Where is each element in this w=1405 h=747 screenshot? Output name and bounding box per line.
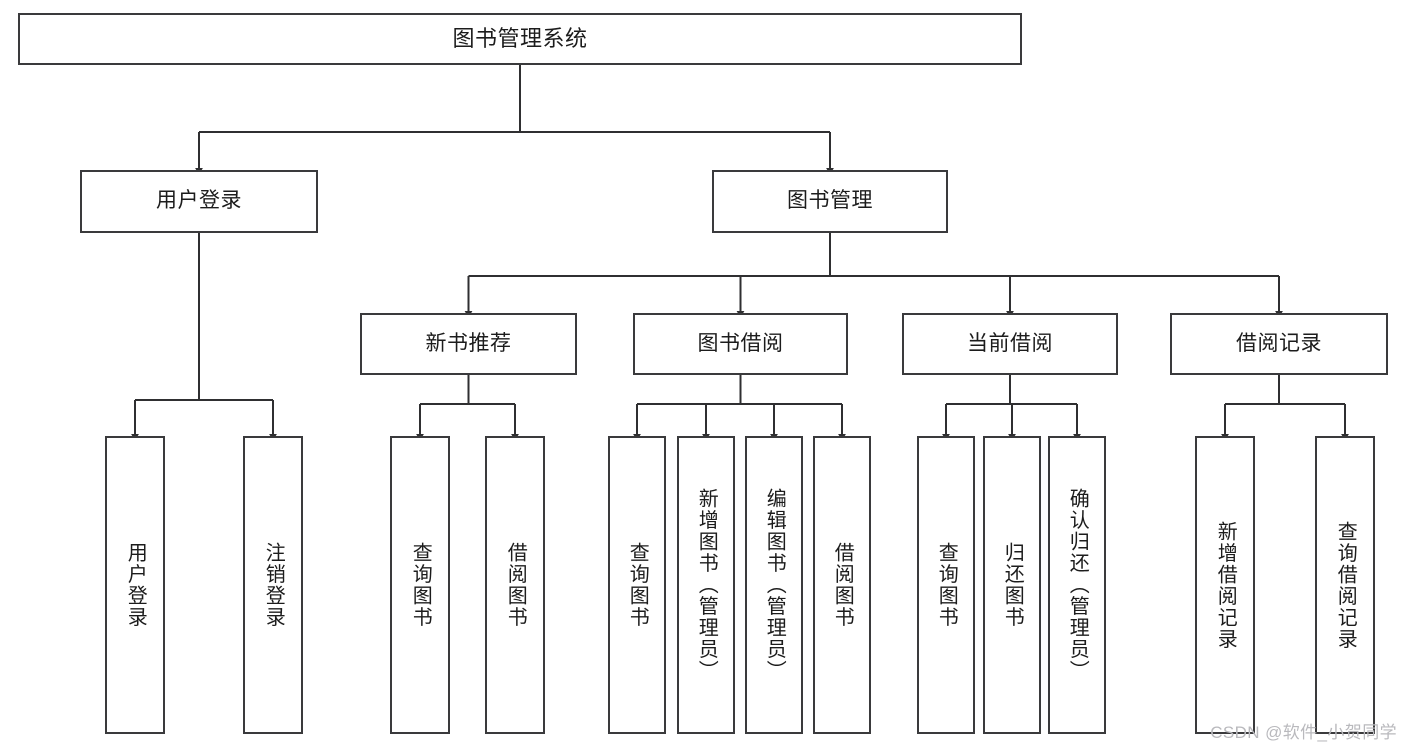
watermark: CSDN @软件_小贺同学 [1210, 723, 1397, 742]
node-records[interactable]: 借阅记录 [1170, 313, 1388, 375]
node-newbook-2[interactable]: 借阅图书 [485, 436, 545, 734]
node-label: 查询图书 [935, 542, 958, 628]
node-label: 查询借阅记录 [1334, 520, 1357, 650]
node-login-1[interactable]: 用户登录 [105, 436, 165, 734]
node-borrow-3[interactable]: 编辑图书（管理员） [745, 436, 803, 734]
node-bookmgmt[interactable]: 图书管理 [712, 170, 948, 233]
node-label: 借阅图书 [504, 542, 527, 628]
node-label: 借阅图书 [831, 542, 854, 628]
node-label: 用户登录 [124, 542, 147, 628]
node-newbook-1[interactable]: 查询图书 [390, 436, 450, 734]
node-label: 查询图书 [409, 542, 432, 628]
node-borrow-1[interactable]: 查询图书 [608, 436, 666, 734]
node-records-2[interactable]: 查询借阅记录 [1315, 436, 1375, 734]
node-current-3[interactable]: 确认归还（管理员） [1048, 436, 1106, 734]
node-label: 图书借阅 [697, 331, 784, 355]
node-label: 当前借阅 [967, 331, 1053, 355]
node-label: 图书管理 [787, 189, 873, 213]
node-current-1[interactable]: 查询图书 [917, 436, 975, 734]
node-borrow-2[interactable]: 新增图书（管理员） [677, 436, 735, 734]
node-login[interactable]: 用户登录 [80, 170, 318, 233]
node-newbook[interactable]: 新书推荐 [360, 313, 577, 375]
node-label: 注销登录 [262, 542, 285, 628]
node-borrow[interactable]: 图书借阅 [633, 313, 848, 375]
node-borrow-4[interactable]: 借阅图书 [813, 436, 871, 734]
node-current[interactable]: 当前借阅 [902, 313, 1118, 375]
node-records-1[interactable]: 新增借阅记录 [1195, 436, 1255, 734]
node-label: 借阅记录 [1236, 331, 1322, 355]
node-label: 图书管理系统 [452, 26, 588, 52]
node-label: 归还图书 [1001, 542, 1024, 628]
node-label: 新书推荐 [425, 331, 512, 355]
node-label: 新增借阅记录 [1214, 520, 1237, 650]
node-login-2[interactable]: 注销登录 [243, 436, 303, 734]
node-current-2[interactable]: 归还图书 [983, 436, 1041, 734]
node-label: 确认归还（管理员） [1066, 488, 1089, 682]
node-label: 编辑图书（管理员） [763, 488, 786, 682]
node-label: 查询图书 [626, 542, 649, 628]
node-root[interactable]: 图书管理系统 [18, 13, 1022, 65]
node-label: 用户登录 [156, 189, 242, 213]
node-label: 新增图书（管理员） [695, 488, 718, 682]
